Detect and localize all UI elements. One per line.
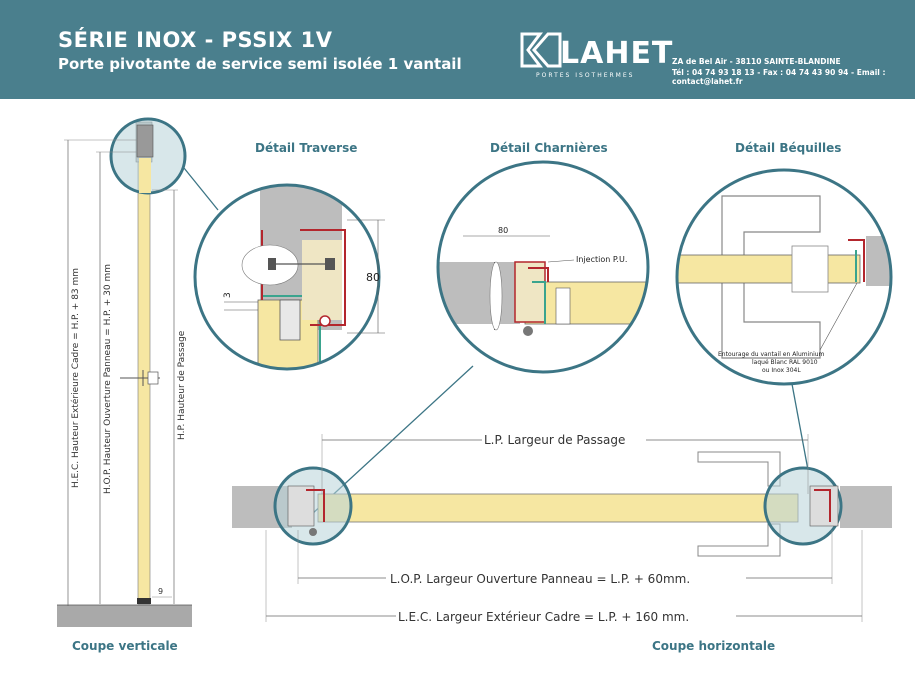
detail-charnieres: 80 Injection P.U. xyxy=(311,160,650,515)
logo-icon xyxy=(520,32,562,68)
address-line-2: Tél : 04 74 93 18 13 - Fax : 04 74 43 90… xyxy=(672,68,886,86)
door-leaf-horizontal xyxy=(317,493,799,523)
lop-label: L.O.P. Largeur Ouverture Panneau = L.P. … xyxy=(390,572,690,586)
vertical-section: H.E.C. Hauteur Extérieure Cadre = H.P. +… xyxy=(57,117,219,627)
horizontal-section-caption: Coupe horizontale xyxy=(652,639,776,653)
bequilles-note-3: ou Inox 304L xyxy=(762,367,801,374)
detail-traverse-title: Détail Traverse xyxy=(255,141,358,155)
detail-bequilles-title: Détail Béquilles xyxy=(735,141,842,155)
hop-label: H.O.P. Hauteur Ouverture Panneau = H.P. … xyxy=(103,264,113,494)
logo-tagline: PORTES ISOTHERMES xyxy=(536,72,635,79)
lec-label: L.E.C. Largeur Extérieur Cadre = L.P. + … xyxy=(398,610,689,624)
logo-text: LAHET xyxy=(560,36,674,71)
floor-slab xyxy=(57,605,192,627)
hec-label: H.E.C. Hauteur Extérieure Cadre = H.P. +… xyxy=(70,268,81,488)
lp-label: L.P. Largeur de Passage xyxy=(484,433,625,447)
bequilles-note-1: Entourage du vantail en Aluminium xyxy=(718,351,825,358)
charnieres-dim-80: 80 xyxy=(498,226,508,235)
page-subtitle: Porte pivotante de service semi isolée 1… xyxy=(58,55,462,73)
detail-charnieres-title: Détail Charnières xyxy=(490,141,608,155)
wall-right xyxy=(840,486,892,528)
page-title: SÉRIE INOX - PSSIX 1V xyxy=(58,28,333,52)
traverse-dim-3: 3 xyxy=(223,292,233,298)
horizontal-section: L.P. Largeur de Passage L.O.P. Largeur O… xyxy=(232,432,892,624)
injection-label: Injection P.U. xyxy=(576,255,627,264)
vertical-section-caption: Coupe verticale xyxy=(72,639,178,653)
traverse-dim-80: 80 xyxy=(366,271,380,284)
bequilles-note-2: laqué Blanc RAL 9010 xyxy=(752,359,818,366)
address-line-1: ZA de Bel Air - 38110 SAINTE-BLANDINE xyxy=(672,57,841,66)
detail-bequilles: Entourage du vantail en Aluminium laqué … xyxy=(675,168,893,471)
header-banner xyxy=(0,0,915,99)
detail-traverse: 80 3 xyxy=(193,183,385,371)
hp-label: H.P. Hauteur de Passage xyxy=(177,330,187,440)
dim-9-label: 9 xyxy=(158,587,163,596)
